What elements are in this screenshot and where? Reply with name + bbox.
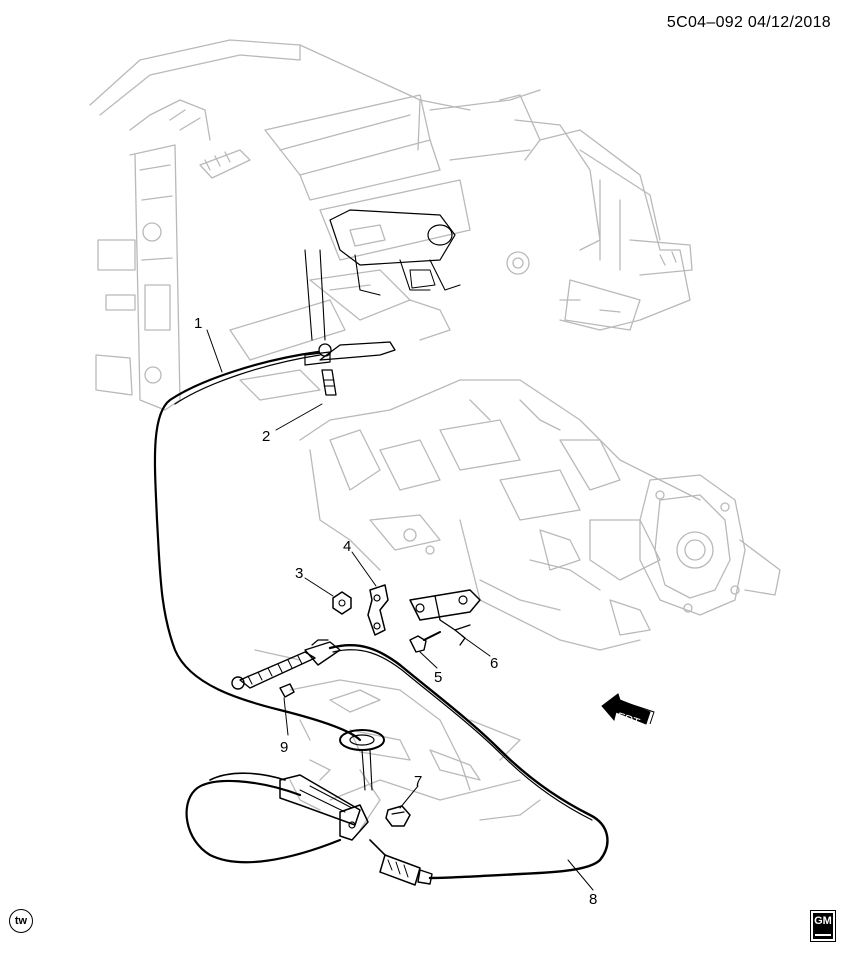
leader-line-1 [206,329,223,373]
vehicle-body-linework [89,39,781,831]
leader-line-4 [351,551,377,587]
callout-2: 2 [262,428,270,445]
callout-7: 7 [414,773,422,790]
callout-8: 8 [589,891,597,908]
front-arrow-icon: FRT [601,693,655,730]
gm-logo-icon: GM [810,910,836,942]
leader-line-5 [419,651,438,669]
callout-6: 6 [490,655,498,672]
callout-3: 3 [295,565,303,582]
leader-line-3 [304,577,334,597]
tw-badge: tw [9,909,33,933]
parts-linework [153,209,609,891]
callout-9: 9 [280,739,288,756]
leader-line-7 [399,785,419,809]
diagram-code: 5C04–092 04/12/2018 [666,14,831,31]
callout-labels: 1 2 3 4 5 6 7 8 9 [194,315,597,908]
leader-line-8 [567,859,594,891]
callout-4: 4 [343,538,351,555]
front-arrow-label: FRT [615,709,642,730]
callout-5: 5 [434,669,442,686]
leader-line-9 [283,697,289,736]
leader-line-6 [461,635,491,657]
callout-1: 1 [194,315,202,332]
leader-line-2 [275,403,323,431]
